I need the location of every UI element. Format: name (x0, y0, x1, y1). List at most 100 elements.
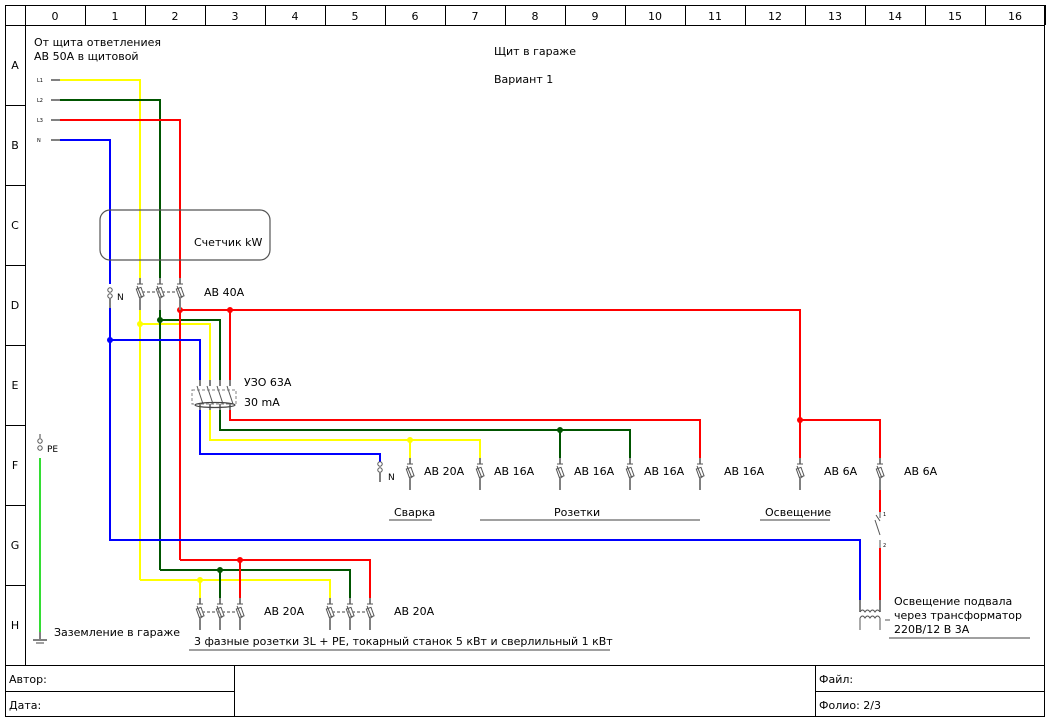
column-header: 2 (172, 10, 179, 23)
switch-pin-2: 2 (883, 543, 886, 549)
breaker-label-socket3: АВ 16А (644, 465, 685, 478)
column-header: 9 (592, 10, 599, 23)
neutral-terminal[interactable] (377, 461, 383, 482)
diagram-variant: Вариант 1 (494, 73, 553, 86)
column-header: 0 (52, 10, 59, 23)
circuit-breaker[interactable] (405, 458, 415, 490)
circuit-breaker[interactable] (345, 598, 355, 630)
column-header: 3 (232, 10, 239, 23)
rcd-device[interactable] (191, 389, 237, 409)
breaker-label-welding: АВ 20А (424, 465, 465, 478)
circuit-breaker[interactable] (875, 458, 885, 490)
main-neutral-label: N (117, 293, 124, 303)
three-phase-breaker1-label: АВ 20А (264, 605, 305, 618)
wire-n-main (109, 302, 861, 600)
source-label-line1: От щита ответлениея (34, 36, 161, 49)
group-welding-label: Сварка (394, 506, 435, 519)
wire-l3-out (229, 408, 701, 458)
author-field: Автор: (9, 673, 47, 686)
neutral-terminal[interactable] (107, 287, 113, 308)
circuit-breaker[interactable] (695, 458, 705, 490)
source-terminals: L1 L2 L3 N (37, 78, 60, 144)
row-header: A (11, 59, 19, 72)
energy-meter-box[interactable] (99, 209, 271, 261)
three-phase-breaker2-label: АВ 20А (394, 605, 435, 618)
main-breaker-label: АВ 40А (204, 286, 245, 299)
ground-label: Заземление в гараже (54, 626, 180, 639)
column-header: 4 (292, 10, 299, 23)
wire-l1-out (209, 408, 481, 458)
column-header: 13 (828, 10, 842, 23)
circuit-breaker[interactable] (215, 598, 225, 630)
transformer-label-line2: через трансформатор (894, 609, 1022, 622)
light-switch[interactable] (874, 512, 881, 548)
column-header: 5 (352, 10, 359, 23)
column-header: 8 (532, 10, 539, 23)
junction-dot (157, 317, 163, 323)
column-header: 11 (708, 10, 722, 23)
transformer-icon[interactable] (859, 600, 890, 630)
junction-dot (237, 557, 243, 563)
column-header: 14 (888, 10, 902, 23)
source-label-line2: АВ 50А в щитовой (34, 50, 139, 63)
file-field: Файл: (819, 673, 853, 686)
diagram-title: Щит в гараже (494, 45, 576, 58)
circuit-breaker[interactable] (795, 458, 805, 490)
column-header: 16 (1008, 10, 1022, 23)
transformer-label-line1: Освещение подвала (894, 595, 1012, 608)
devices (37, 278, 885, 630)
branch-neutral-label: N (388, 473, 395, 483)
wire-l2-feed (60, 99, 161, 282)
circuit-breaker[interactable] (555, 458, 565, 490)
circuit-breaker[interactable] (365, 598, 375, 630)
circuit-breaker[interactable] (625, 458, 635, 490)
date-field: Дата: (9, 699, 41, 712)
three-phase-caption: 3 фазные розетки 3L + PE, токарный стано… (194, 635, 613, 648)
circuit-breaker[interactable] (325, 598, 335, 630)
wires (39, 79, 881, 632)
terminal-n-label: N (37, 138, 41, 144)
junction-dot (137, 321, 143, 327)
column-header: 10 (648, 10, 662, 23)
rcd-label-rating: УЗО 63А (244, 376, 292, 389)
ground-icon (33, 632, 47, 644)
column-header: 1 (112, 10, 119, 23)
breaker-label-light2: АВ 6А (904, 465, 938, 478)
row-header: G (11, 539, 20, 552)
title-block (5, 665, 1045, 717)
circuit-breaker[interactable] (195, 598, 205, 630)
junction-dot (197, 577, 203, 583)
folio-field: Фолио: 2/3 (819, 699, 881, 712)
wire-l1-feed (60, 79, 141, 282)
circuit-breaker[interactable] (135, 278, 145, 310)
circuit-breaker[interactable] (155, 278, 165, 310)
junction-dot (107, 337, 113, 343)
wire-l2-out (219, 408, 631, 458)
wire-l3-light2 (800, 419, 881, 458)
wire-l1-3ph (140, 579, 331, 598)
junction-dot (797, 417, 803, 423)
wire-l3-lighting (180, 309, 801, 458)
wire-n-to-rcd (110, 339, 201, 380)
group-lighting-label: Освещение (765, 506, 831, 519)
row-header: E (12, 379, 19, 392)
wire-n-out (199, 408, 381, 462)
junction-dot (407, 437, 413, 443)
column-header: 15 (948, 10, 962, 23)
junction-dot (227, 307, 233, 313)
terminal-l1-label: L1 (37, 78, 43, 84)
circuit-breaker[interactable] (475, 458, 485, 490)
circuit-breaker[interactable] (175, 278, 185, 310)
row-header: C (11, 219, 19, 232)
row-header: B (11, 139, 19, 152)
terminal-l2-label: L2 (37, 98, 43, 104)
column-header: 6 (412, 10, 419, 23)
pe-terminal[interactable] (37, 434, 43, 451)
column-header: 12 (768, 10, 782, 23)
breaker-label-socket1: АВ 16А (494, 465, 535, 478)
breaker-label-socket2: АВ 16А (574, 465, 615, 478)
circuit-breaker[interactable] (235, 598, 245, 630)
junction-dot (557, 427, 563, 433)
wire-n-feed (60, 139, 111, 284)
